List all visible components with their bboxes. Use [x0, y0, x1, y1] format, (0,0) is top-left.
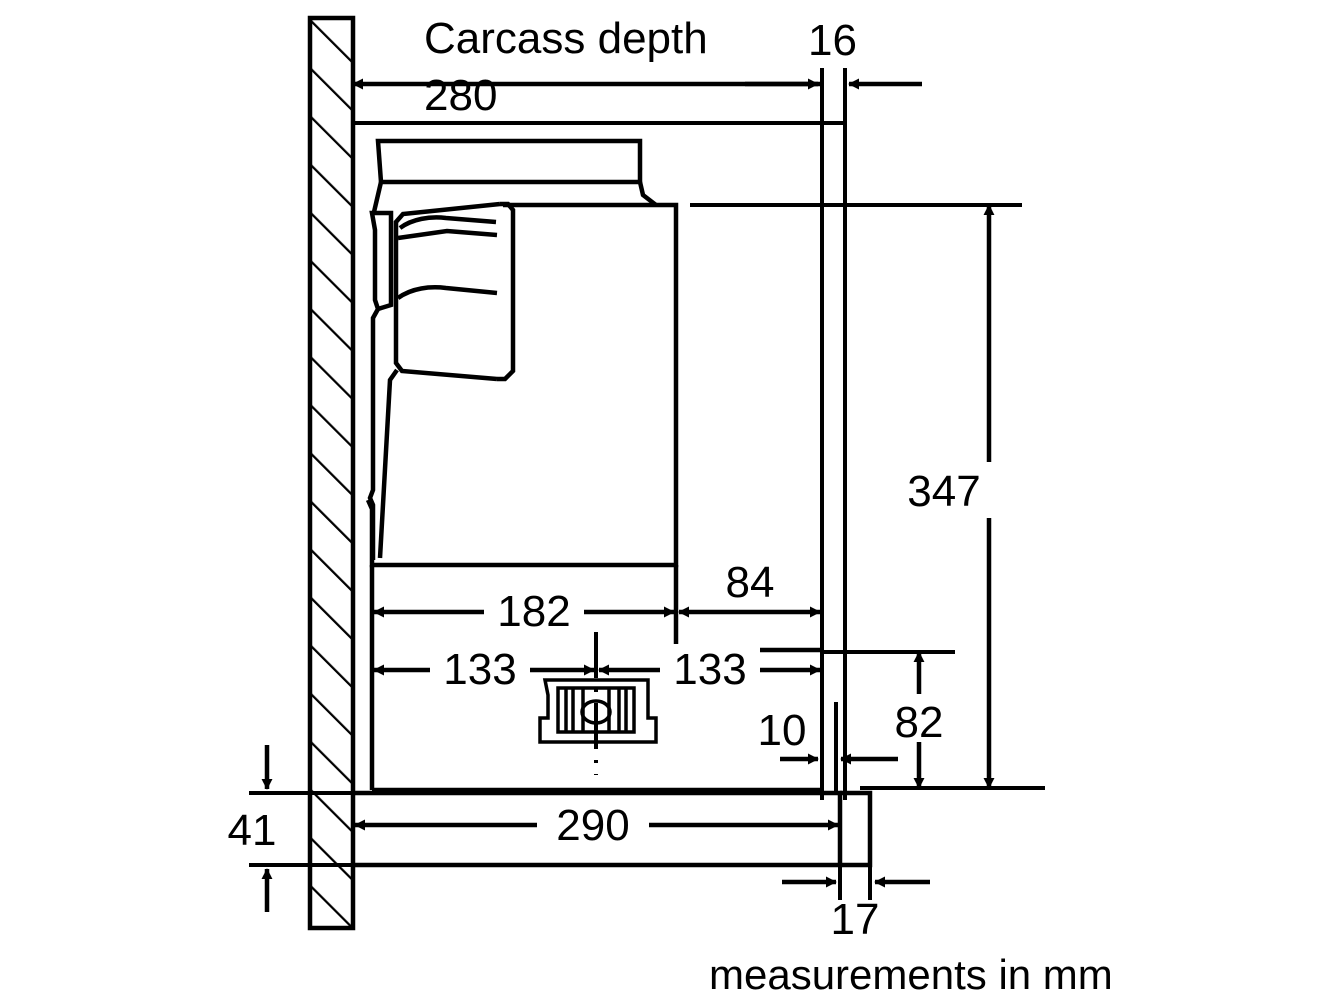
dimension-16: 16	[745, 16, 922, 123]
dimension-133-right: 133	[598, 644, 821, 694]
dimension-133-left: 133	[373, 644, 595, 694]
base-panel-rear-block	[840, 790, 873, 868]
dimension-290: 290	[354, 798, 839, 850]
dimension-347: 347	[690, 203, 1045, 790]
hood-upper-shell	[371, 138, 658, 213]
dimension-17: 17	[782, 865, 930, 944]
carcass-depth-title: Carcass depth	[424, 14, 708, 63]
dim-82-label: 82	[895, 698, 944, 747]
hood-front-trim-inner	[377, 368, 399, 559]
dimension-41: 41	[228, 745, 353, 912]
dimension-10: 10	[758, 702, 898, 793]
dim-41-label: 41	[228, 806, 277, 855]
filter-slat-1	[398, 215, 497, 230]
filter-frame-outer	[497, 201, 516, 382]
filter-assembly	[367, 201, 516, 560]
dimension-82: 82	[822, 650, 955, 790]
wall-hatched-body	[307, 15, 356, 931]
dimension-280: Carcass depth 280	[352, 14, 822, 120]
filter-slat-2	[397, 228, 498, 241]
dim-133-right-label-bg	[660, 644, 760, 692]
dim-290-label: 290	[556, 801, 629, 850]
dim-280-label: 280	[424, 71, 497, 120]
dim-84-label: 84	[726, 558, 775, 607]
dim-347-label: 347	[907, 467, 980, 516]
dimension-84: 84	[678, 558, 821, 618]
motor-connector-detail	[538, 632, 658, 775]
base-panel-outline	[353, 790, 843, 868]
dim-133-left-label-bg	[430, 644, 530, 692]
dim-182-label: 182	[497, 587, 570, 636]
wall-section	[307, 15, 356, 931]
dim-10-label: 10	[758, 706, 807, 755]
filter-slat-3	[396, 285, 498, 300]
hood-front-trim-left	[367, 307, 380, 560]
dim-17-label: 17	[831, 895, 880, 944]
dim-16-label: 16	[808, 16, 857, 65]
dim-290-label-bg	[537, 798, 649, 848]
measurements-caption: measurements in mm	[709, 951, 1113, 998]
dim-133-right-label: 133	[673, 645, 746, 694]
dimension-182: 182	[373, 586, 675, 636]
hood-shell-left-slope	[371, 181, 384, 213]
dim-133-left-label: 133	[443, 645, 516, 694]
dim-182-label-bg	[484, 586, 584, 634]
carcass-outline	[353, 121, 847, 800]
base-panel	[353, 790, 873, 868]
hood-shell-right-notch	[637, 181, 658, 207]
filter-frame-inner	[393, 201, 501, 382]
